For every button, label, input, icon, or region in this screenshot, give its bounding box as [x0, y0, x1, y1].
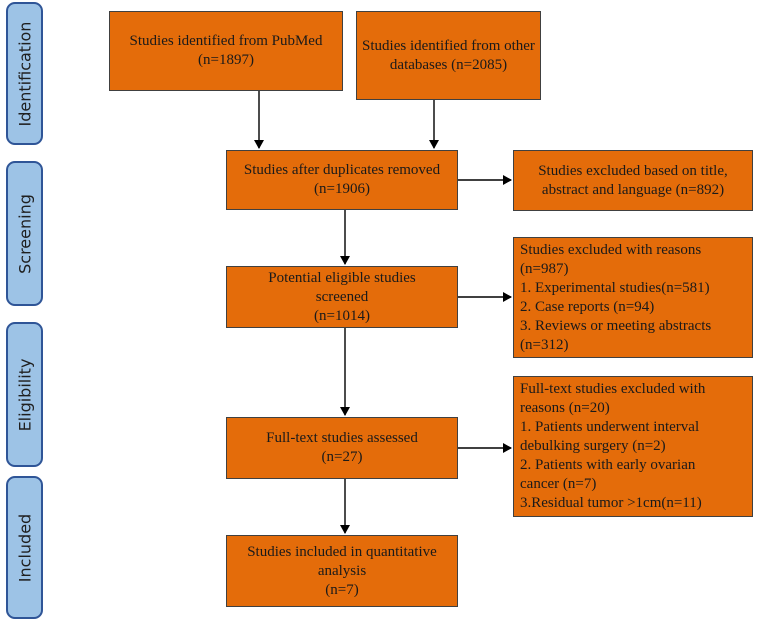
stage-included: Included [6, 476, 43, 619]
box-fulltext-excluded-line-2: reasons (n=20) [520, 400, 610, 416]
box-fulltext-excluded-line-7: 3.Residual tumor >1cm(n=11) [520, 495, 702, 511]
box-potential-line-1: Potential eligible studies [268, 269, 416, 286]
box-fulltext-excluded-line-6: cancer (n=7) [520, 476, 597, 492]
box-pubmed-line-2: (n=1897) [198, 52, 254, 68]
box-duplicates-line-2: (n=1906) [314, 181, 370, 197]
box-excluded-reasons-line-5: 3. Reviews or meeting abstracts [520, 318, 712, 334]
box-excluded-title: Studies excluded based on title, abstrac… [513, 150, 753, 211]
box-fulltext-line-2: (n=27) [321, 449, 363, 465]
stage-identification: Identification [6, 2, 43, 145]
box-fulltext-excluded-line-5: 2. Patients with early ovarian [520, 457, 696, 473]
box-potential-line-3: (n=1014) [314, 307, 370, 324]
box-excluded-reasons-line-3: 1. Experimental studies(n=581) [520, 280, 710, 296]
box-excluded-title-line-2: abstract and language (n=892) [541, 181, 725, 198]
box-included-quantitative: Studies included in quantitative analysi… [226, 535, 458, 607]
box-duplicates-line-1: Studies after duplicates removed [243, 162, 441, 178]
box-excluded-reasons-line-6: (n=312) [520, 337, 569, 353]
box-fulltext-assessed: Full-text studies assessed (n=27) [226, 417, 458, 479]
box-other-line-2: databases (n=2085) [389, 56, 508, 73]
box-included-line-3: (n=7) [325, 581, 359, 598]
box-fulltext-excluded-line-3: 1. Patients underwent interval [520, 419, 700, 435]
box-other-databases: Studies identified from other databases … [356, 11, 541, 100]
box-included-line-2: analysis [317, 562, 367, 579]
box-potential-eligible: Potential eligible studies screened (n=1… [226, 266, 458, 328]
box-excluded-reasons-line-2: (n=987) [520, 261, 569, 277]
box-pubmed: Studies identified from PubMed (n=1897) [109, 11, 343, 91]
box-pubmed-line-1: Studies identified from PubMed [129, 33, 323, 49]
box-other-line-1: Studies identified from other [362, 37, 535, 54]
stage-eligibility: Eligibility [6, 322, 43, 467]
box-excluded-reasons: Studies excluded with reasons (n=987) 1.… [513, 237, 753, 358]
box-fulltext-excluded: Full-text studies excluded with reasons … [513, 376, 753, 517]
box-potential-line-2: screened [315, 288, 369, 305]
box-excluded-reasons-line-1: Studies excluded with reasons [520, 242, 702, 258]
box-after-duplicates: Studies after duplicates removed (n=1906… [226, 150, 458, 210]
box-fulltext-excluded-line-4: debulking surgery (n=2) [520, 438, 666, 454]
box-excluded-reasons-line-4: 2. Case reports (n=94) [520, 299, 655, 315]
stage-screening: Screening [6, 161, 43, 306]
box-included-line-1: Studies included in quantitative [247, 543, 437, 560]
box-fulltext-excluded-line-1: Full-text studies excluded with [520, 381, 706, 397]
box-fulltext-line-1: Full-text studies assessed [266, 430, 418, 446]
box-excluded-title-line-1: Studies excluded based on title, [538, 162, 728, 179]
